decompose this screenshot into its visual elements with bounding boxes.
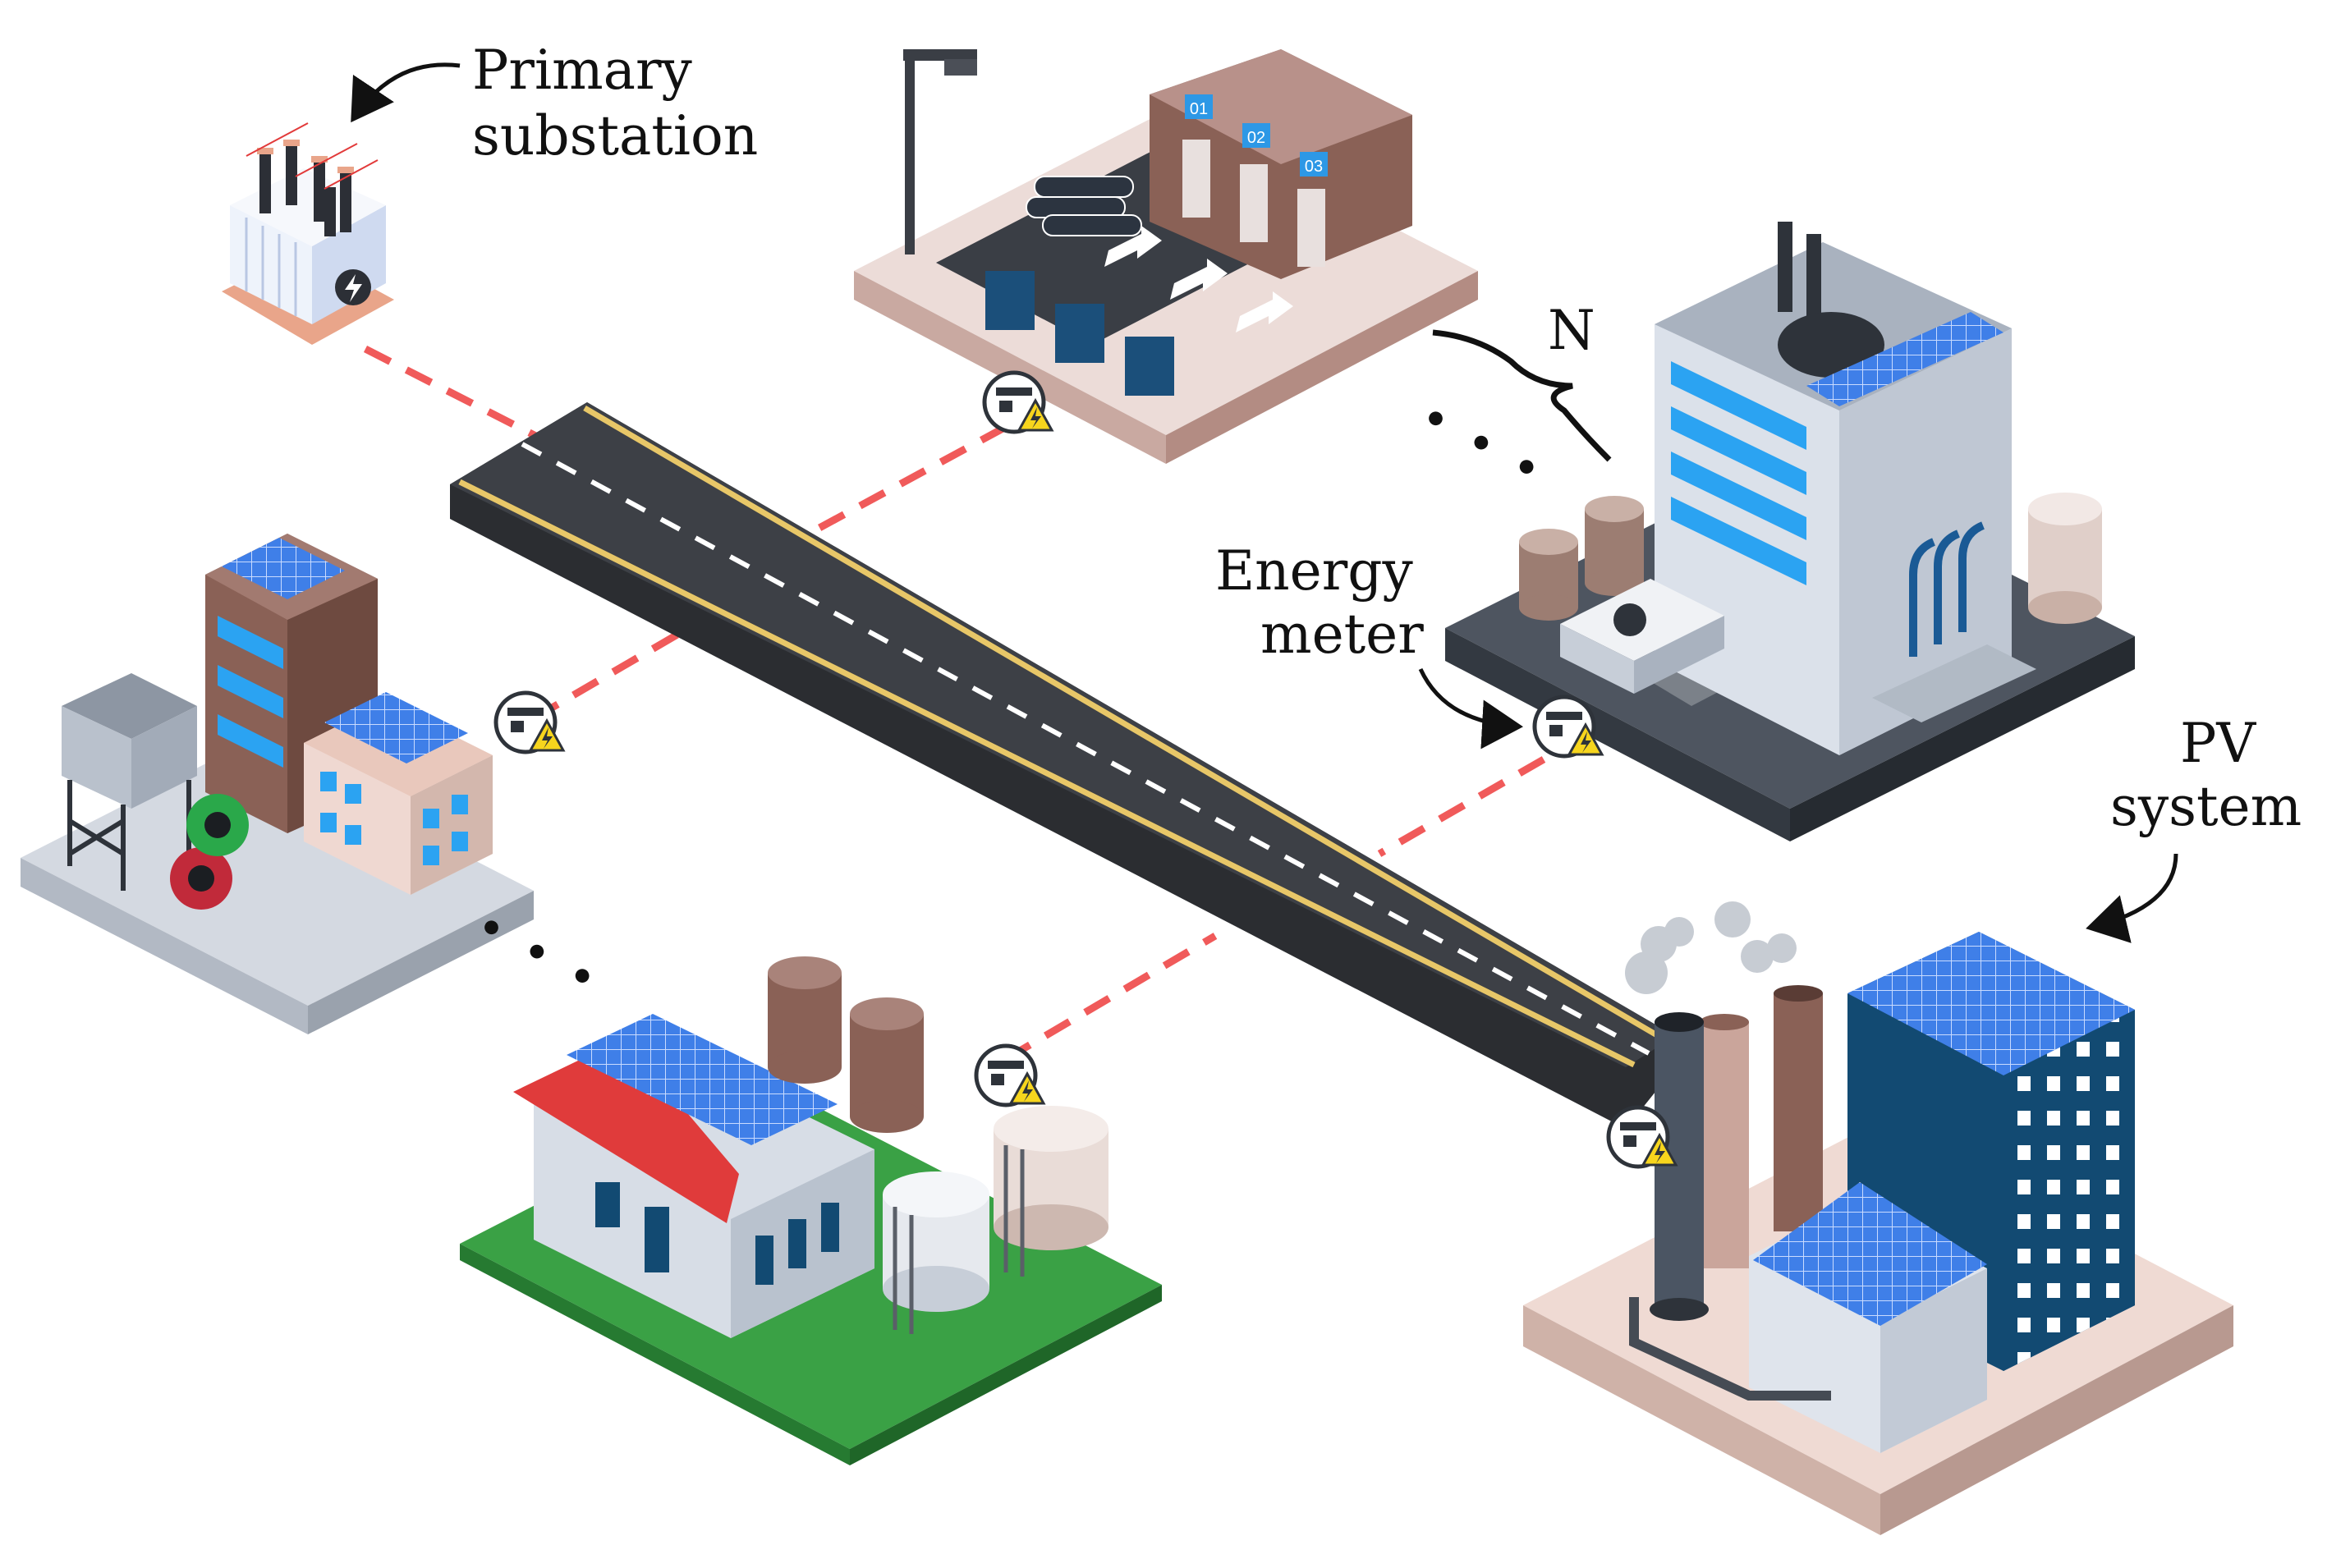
- n-label: N: [1548, 299, 1595, 362]
- annotations: Primary substation N · · · Energy meter …: [351, 39, 2302, 1020]
- tank-right: [2028, 493, 2102, 624]
- warehouse-door-3-label: 03: [1305, 158, 1323, 176]
- pipes-machine: [170, 794, 249, 910]
- primary-substation-label-line1: Primary: [472, 39, 693, 102]
- farm-factory: [460, 956, 1162, 1465]
- feeder-farm-factory: [1003, 933, 1218, 1062]
- energy-meter-icon: [974, 1043, 1046, 1107]
- road: [450, 402, 1675, 1129]
- primary-substation: [222, 122, 394, 345]
- energy-meter-icon: [493, 690, 566, 754]
- warehouse-door-1-label: 01: [1190, 100, 1208, 118]
- feeder-office-left: [531, 629, 684, 722]
- pv-system-label-line1: PV: [2180, 712, 2256, 775]
- pv-system-label-line2: system: [2110, 775, 2302, 838]
- ellipsis-right: · · ·: [1404, 374, 1558, 511]
- brown-tanks: [768, 956, 924, 1133]
- warehouse-door-2-label: 02: [1247, 129, 1265, 147]
- energy-meters: [493, 370, 1678, 1169]
- fan-icon: [1613, 603, 1646, 636]
- warehouse: 01 02 03: [854, 49, 1478, 464]
- tanks-left: [1519, 496, 1644, 621]
- feeder-warehouse: [806, 424, 1008, 537]
- energy-meter-icon: [1606, 1105, 1678, 1169]
- street-lamp: [903, 49, 977, 254]
- substation-arrow-icon: [351, 62, 461, 123]
- n-brace-icon: [1432, 329, 1612, 462]
- white-tanks: [883, 1106, 1108, 1334]
- silo: [62, 673, 197, 891]
- pv-system-arrow-icon: [2086, 853, 2178, 943]
- energy-meter-icon: [1532, 695, 1604, 759]
- energy-meter-icon: [982, 370, 1054, 434]
- energy-meter-label-line2: meter: [1260, 603, 1424, 666]
- power-plant: [1523, 901, 2233, 1535]
- primary-substation-label-line2: substation: [472, 104, 758, 167]
- chimneys: [1625, 901, 1823, 1321]
- industrial-plant: [1445, 222, 2135, 841]
- hvac-unit: [1560, 579, 1724, 694]
- energy-meter-arrow-icon: [1418, 667, 1523, 750]
- office-complex: [21, 534, 534, 1034]
- feeder-plant-right: [1377, 756, 1546, 857]
- energy-meter-label-line1: Energy: [1215, 539, 1414, 603]
- feeder-substation: [363, 345, 561, 452]
